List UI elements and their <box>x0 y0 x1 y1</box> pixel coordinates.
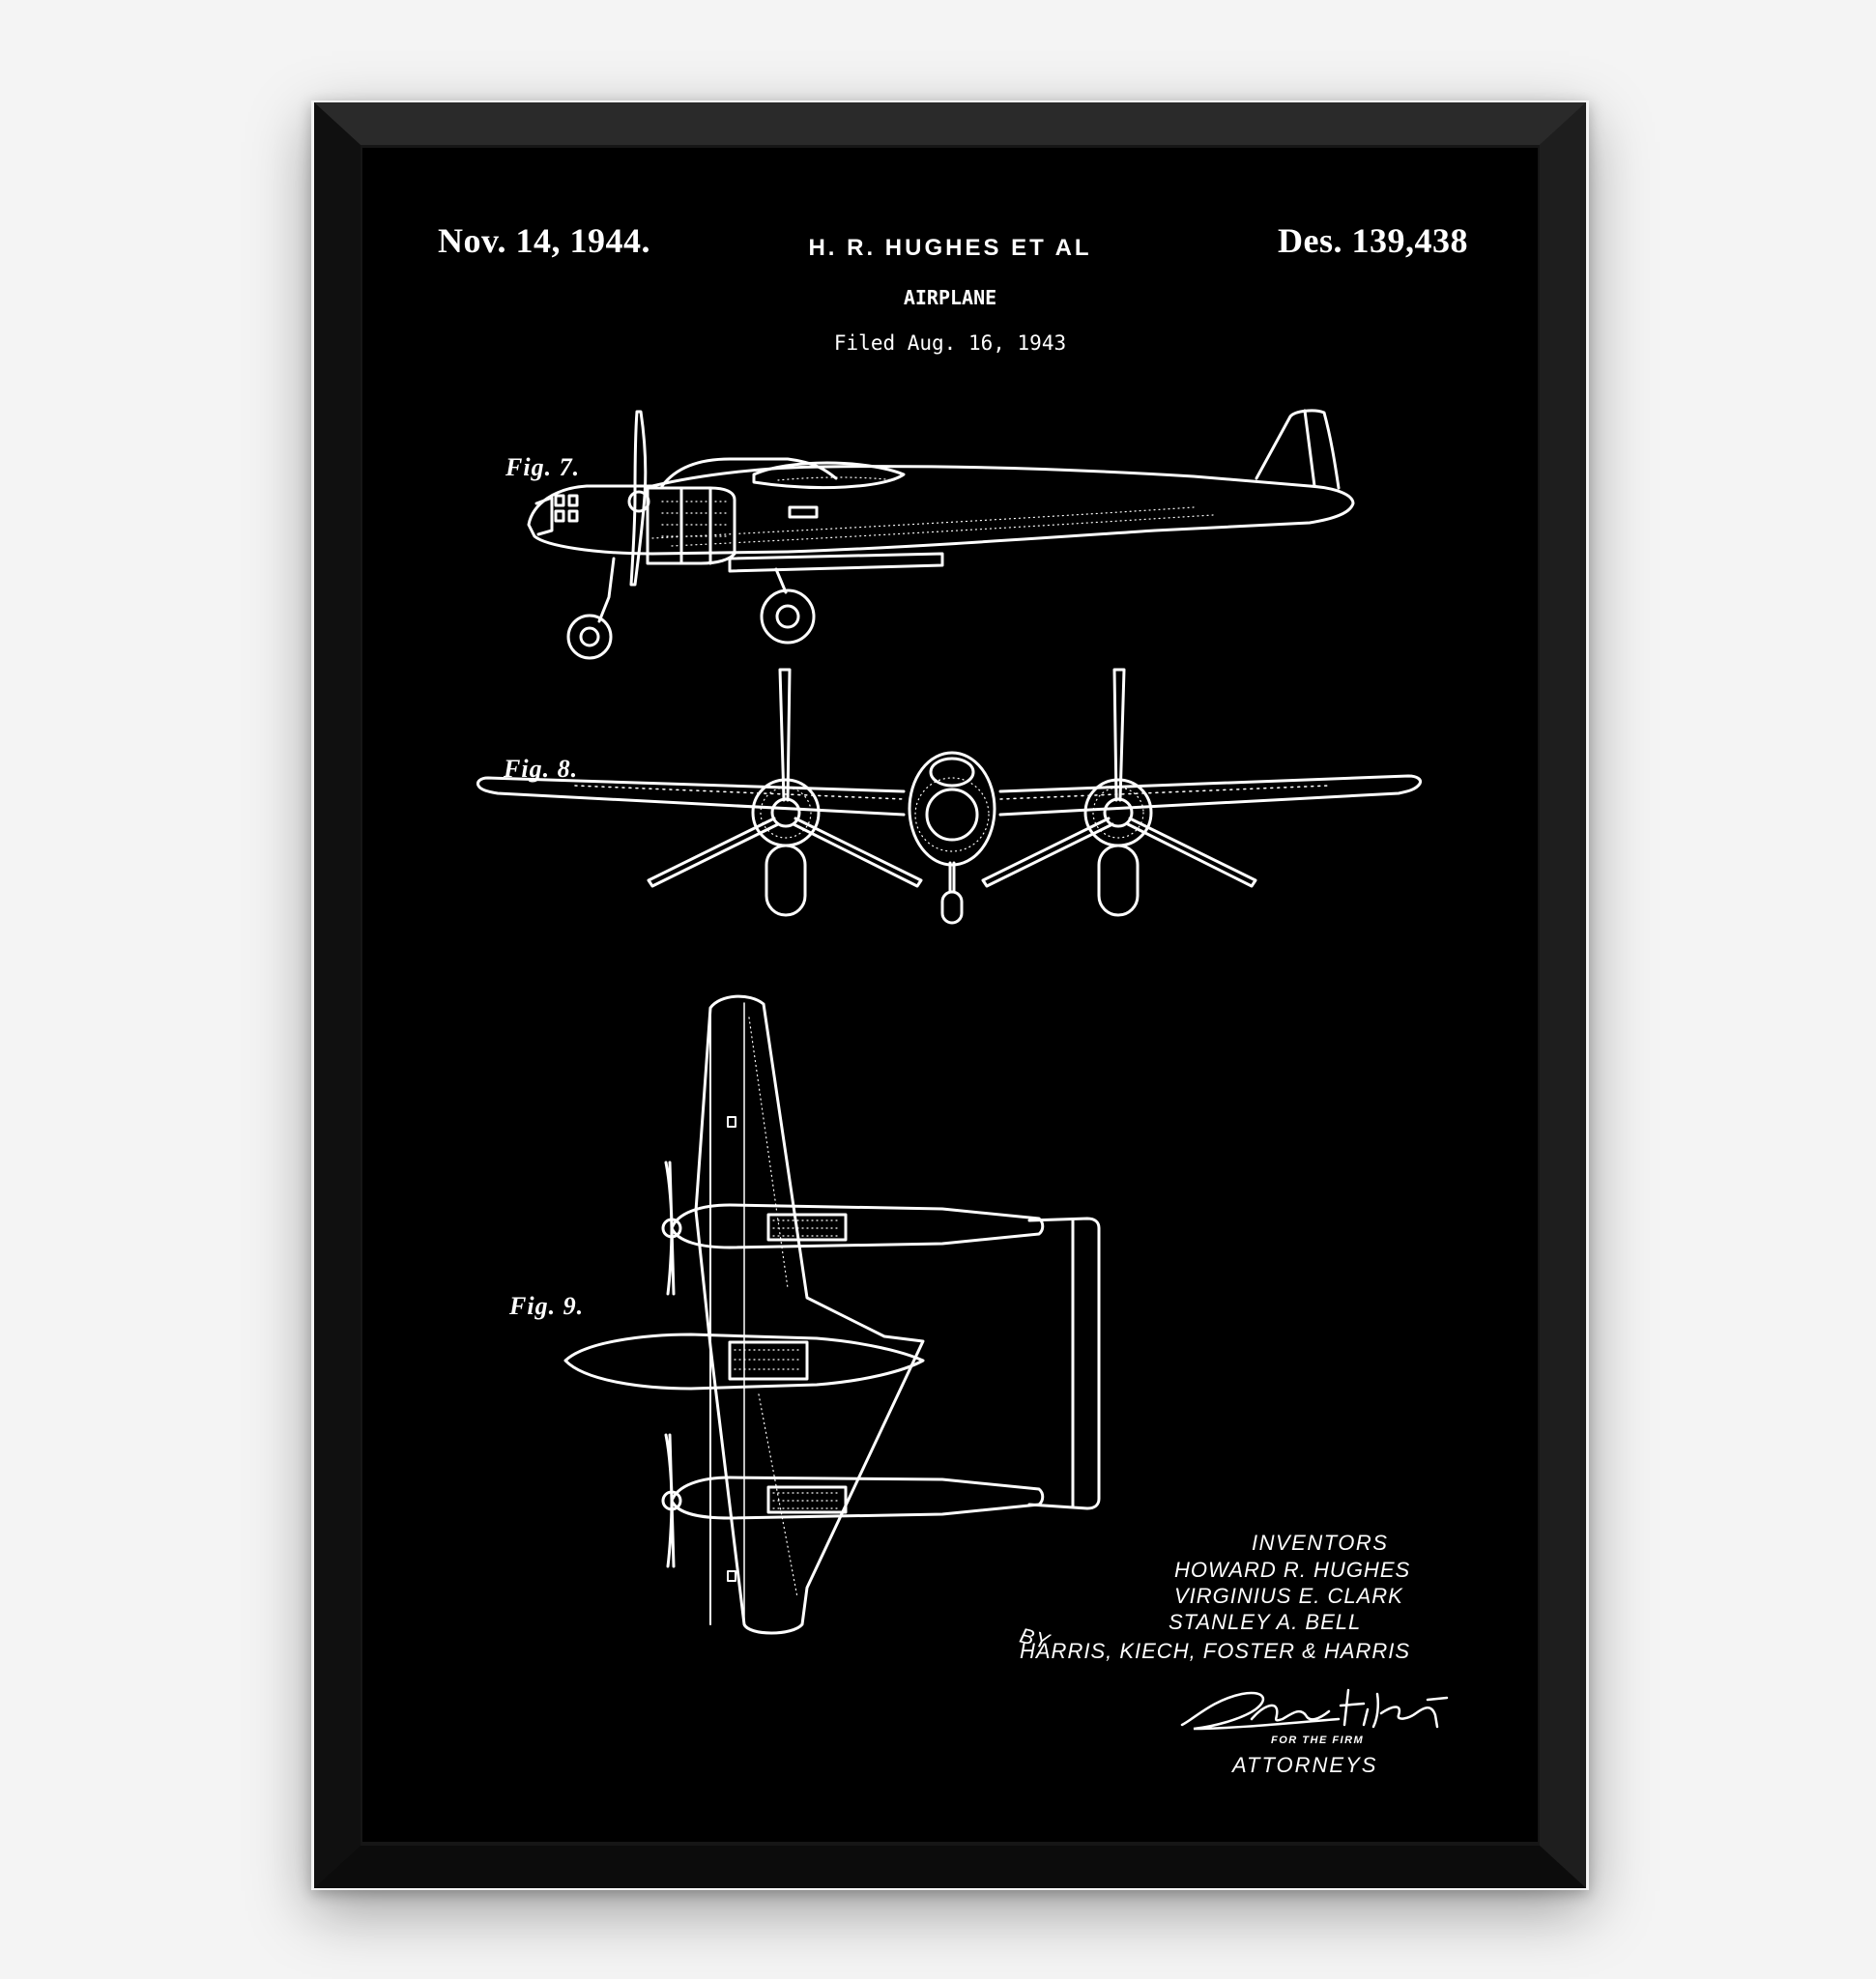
side-tail-fin <box>1256 411 1339 488</box>
side-exhaust <box>790 507 817 517</box>
front-wing-right-shade <box>1000 786 1329 799</box>
fig8-front-view <box>477 670 1420 923</box>
frame-bevel-right <box>1540 102 1586 1888</box>
side-stipple <box>652 477 1213 546</box>
frame-bevel-bottom <box>314 1846 1586 1888</box>
inventor-name: VIRGINIUS E. CLARK <box>1174 1584 1403 1609</box>
front-left-nacelle <box>753 780 819 846</box>
front-nose-wheel <box>942 892 962 923</box>
side-nose-window <box>556 496 563 505</box>
fig7-side-view <box>529 411 1353 658</box>
inventor-name: HOWARD R. HUGHES <box>1174 1558 1410 1583</box>
front-wing-left-shade <box>575 786 904 799</box>
side-nose-hub <box>581 628 598 645</box>
patent-poster: Nov. 14, 1944. H. R. HUGHES ET AL Des. 1… <box>362 148 1538 1842</box>
top-wing-mark-upper <box>728 1117 736 1127</box>
front-fuselage-nose <box>927 789 977 840</box>
side-main-hub <box>777 606 798 627</box>
top-wing <box>696 996 923 1633</box>
side-nose-glazing <box>536 498 552 534</box>
fig9-top-view <box>565 996 1099 1633</box>
front-left-spinner <box>772 799 799 826</box>
side-nose-window-2 <box>569 496 577 505</box>
inventor-name: STANLEY A. BELL <box>1169 1610 1361 1635</box>
top-boom-upper <box>672 1205 1043 1248</box>
top-tailplane <box>1029 1219 1099 1508</box>
front-right-gear <box>1099 846 1138 915</box>
side-rudder-line <box>1305 411 1314 486</box>
top-wing-mark-lower <box>728 1571 736 1581</box>
side-nose-gear-strut <box>599 559 614 621</box>
front-right-prop <box>983 670 1255 886</box>
signature-graphic <box>1174 1680 1464 1738</box>
inventors-heading: INVENTORS <box>1252 1531 1388 1556</box>
side-main-wheel <box>762 590 814 643</box>
side-wing <box>730 554 942 571</box>
front-left-prop <box>649 670 921 886</box>
front-nose-gear-strut <box>950 863 954 892</box>
side-fuselage <box>529 467 1353 554</box>
top-canopy <box>730 1342 807 1379</box>
frame-bevel-left <box>314 102 361 1888</box>
for-the-firm-label: FOR THE FIRM <box>1271 1735 1364 1746</box>
front-wing-right <box>1000 776 1421 815</box>
top-prop-upper <box>666 1162 674 1294</box>
front-right-spinner <box>1105 799 1132 826</box>
front-left-gear <box>766 846 805 915</box>
side-main-gear-strut <box>776 569 786 592</box>
frame-bevel-top <box>314 102 1586 145</box>
front-fuselage <box>909 753 995 865</box>
side-nose-window-4 <box>569 511 577 521</box>
attorneys-label: ATTORNEYS <box>1232 1753 1377 1778</box>
attorney-firm: HARRIS, KIECH, FOSTER & HARRIS <box>1020 1639 1410 1664</box>
side-nose-window-3 <box>556 511 563 521</box>
top-prop-lower <box>666 1435 674 1566</box>
side-propeller <box>631 412 646 585</box>
side-nose-wheel <box>568 616 611 658</box>
front-right-nacelle <box>1085 780 1151 846</box>
